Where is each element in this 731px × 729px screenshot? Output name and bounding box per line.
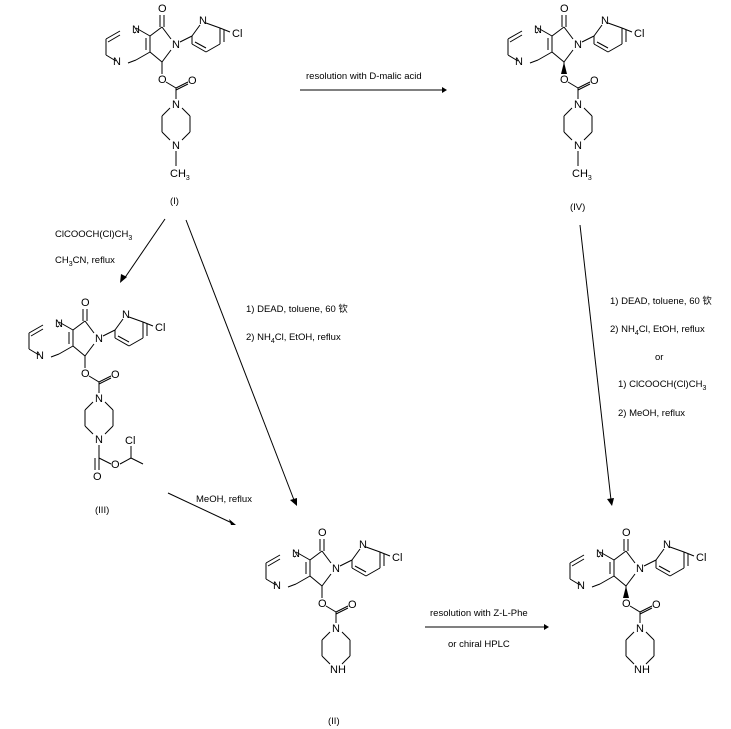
n-atom: N	[36, 350, 44, 362]
o-atom: O	[318, 527, 327, 539]
condition-iv-to-final-alt1: 1) ClCOOCH(Cl)CH3	[618, 379, 706, 392]
condition-i-to-iii-line1: ClCOOCH(Cl)CH3	[55, 229, 132, 242]
cl-atom: Cl	[392, 552, 402, 564]
condition-iii-to-ii: MeOH, reflux	[196, 494, 252, 505]
compound-II: N N O N N Cl O O N NH	[265, 527, 402, 676]
nh-group: NH	[634, 664, 650, 676]
o-atom: O	[560, 3, 569, 15]
o-atom: O	[81, 368, 90, 380]
arrow-i-to-iii	[120, 218, 166, 283]
condition-i-to-ii-step1: 1) DEAD, toluene, 60 钦	[246, 303, 348, 315]
label-compound-II: (II)	[328, 716, 340, 727]
n-atom: N	[596, 548, 604, 560]
condition-iv-to-final-alt2: 2) MeOH, reflux	[618, 408, 685, 419]
o-atom: O	[590, 75, 599, 87]
o-atom: O	[348, 599, 357, 611]
o-atom: O	[111, 369, 120, 381]
n-atom: N	[636, 563, 644, 575]
n-atom: N	[332, 563, 340, 575]
n-atom: N	[199, 15, 207, 27]
n-atom: N	[601, 15, 609, 27]
arrow-iv-to-final	[579, 224, 614, 506]
cl-atom: Cl	[125, 435, 135, 447]
arrow-iii-to-ii	[167, 492, 236, 525]
o-atom: O	[318, 598, 327, 610]
arrow-i-to-iv	[300, 87, 447, 93]
n-atom: N	[122, 309, 130, 321]
label-compound-III: (III)	[95, 505, 109, 516]
label-compound-IV: (IV)	[570, 202, 585, 213]
label-compound-I: (I)	[170, 196, 179, 207]
n-atom: N	[113, 56, 121, 68]
n-atom: N	[273, 580, 281, 592]
o-atom: O	[622, 598, 631, 610]
condition-i-to-ii-step2: 2) NH4Cl, EtOH, reflux	[246, 332, 341, 345]
n-atom: N	[574, 39, 582, 51]
n-atom: N	[172, 39, 180, 51]
compound-IV: N N O N N Cl O O N N CH3	[507, 3, 644, 182]
n-atom: N	[359, 539, 367, 551]
cl-atom: Cl	[155, 322, 165, 334]
n-atom: N	[636, 623, 644, 635]
cl-atom: Cl	[696, 552, 706, 564]
o-atom: O	[93, 471, 102, 483]
o-atom: O	[560, 74, 569, 86]
o-atom: O	[81, 297, 90, 309]
methyl-group: CH3	[572, 168, 592, 182]
condition-i-to-iii-line2: CH3CN, reflux	[55, 255, 115, 268]
o-atom: O	[111, 459, 120, 471]
compound-III: N N O N N Cl O O N N O O Cl	[28, 297, 165, 483]
n-atom: N	[95, 333, 103, 345]
compound-I: N N O N N Cl O O N N CH3	[105, 3, 242, 182]
cl-atom: Cl	[232, 28, 242, 40]
o-atom: O	[158, 74, 167, 86]
n-atom: N	[534, 24, 542, 36]
o-atom: O	[158, 3, 167, 15]
n-atom: N	[172, 99, 180, 111]
n-atom: N	[292, 548, 300, 560]
n-atom: N	[55, 318, 63, 330]
o-atom: O	[652, 599, 661, 611]
arrow-ii-to-final	[425, 624, 549, 630]
n-atom: N	[132, 24, 140, 36]
n-atom: N	[663, 539, 671, 551]
condition-ii-to-final-line1: resolution with Z-L-Phe	[430, 608, 528, 619]
condition-ii-to-final-line2: or chiral HPLC	[448, 639, 510, 650]
n-atom: N	[172, 140, 180, 152]
o-atom: O	[622, 527, 631, 539]
nh-group: NH	[330, 664, 346, 676]
n-atom: N	[574, 99, 582, 111]
condition-iv-to-final-or: or	[655, 352, 663, 363]
n-atom: N	[515, 56, 523, 68]
n-atom: N	[574, 140, 582, 152]
methyl-group: CH3	[170, 168, 190, 182]
arrow-i-to-ii	[185, 219, 297, 506]
compound-final: N N O N N Cl O O N NH	[569, 527, 706, 676]
condition-i-to-iv: resolution with D-malic acid	[306, 71, 422, 82]
cl-atom: Cl	[634, 28, 644, 40]
condition-iv-to-final-step1: 1) DEAD, toluene, 60 钦	[610, 295, 712, 307]
n-atom: N	[332, 623, 340, 635]
n-atom: N	[95, 434, 103, 446]
n-atom: N	[95, 393, 103, 405]
condition-iv-to-final-step2: 2) NH4Cl, EtOH, reflux	[610, 324, 705, 337]
o-atom: O	[188, 75, 197, 87]
n-atom: N	[577, 580, 585, 592]
